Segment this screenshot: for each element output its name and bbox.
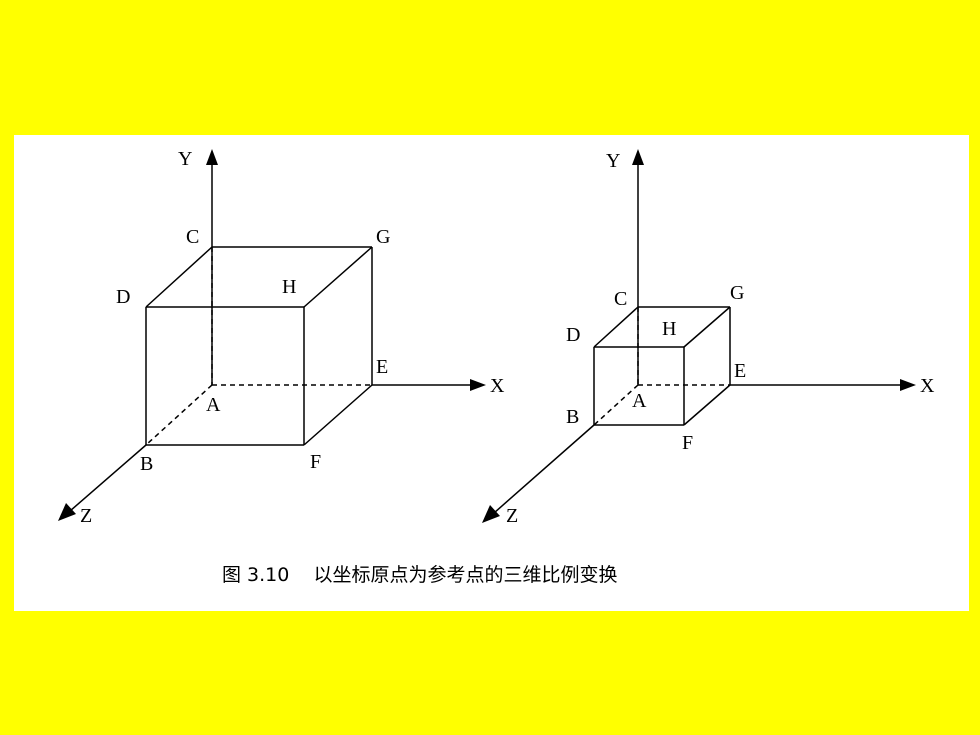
- figure-panel: Y X Z C G D H E A B F Y: [14, 135, 969, 611]
- left-z-axis: [69, 444, 147, 512]
- left-edge-hg: [303, 246, 373, 308]
- right-cube-diagram: Y X Z C G D H E A B F: [482, 149, 935, 527]
- right-edge-fe: [683, 384, 731, 426]
- right-z-arrow: [482, 505, 500, 523]
- left-edge-dc: [145, 246, 213, 308]
- right-vertex-h: H: [662, 318, 676, 340]
- right-x-label: X: [920, 375, 935, 397]
- right-vertex-a: A: [632, 390, 647, 412]
- left-vertex-g: G: [376, 226, 390, 248]
- left-y-arrow: [206, 149, 218, 165]
- left-edge-ab: [145, 384, 213, 446]
- right-edge-ab: [593, 384, 639, 426]
- scaling-transform-diagram: Y X Z C G D H E A B F Y: [58, 148, 935, 586]
- left-vertex-a: A: [206, 394, 221, 416]
- left-vertex-e: E: [376, 356, 388, 378]
- left-vertex-h: H: [282, 276, 296, 298]
- left-edge-fe: [303, 384, 373, 446]
- left-z-label: Z: [80, 505, 92, 527]
- right-vertex-c: C: [614, 288, 627, 310]
- left-z-arrow: [58, 503, 76, 521]
- figure-caption: 图 3.10 以坐标原点为参考点的三维比例变换: [222, 564, 618, 586]
- left-x-arrow: [470, 379, 486, 391]
- right-y-label: Y: [606, 150, 620, 172]
- right-x-arrow: [900, 379, 916, 391]
- left-cube-diagram: Y X Z C G D H E A B F: [58, 148, 505, 527]
- right-vertex-e: E: [734, 360, 746, 382]
- right-y-arrow: [632, 149, 644, 165]
- right-z-axis: [493, 424, 595, 514]
- right-vertex-d: D: [566, 324, 580, 346]
- right-z-label: Z: [506, 505, 518, 527]
- left-vertex-f: F: [310, 451, 321, 473]
- left-vertex-d: D: [116, 286, 130, 308]
- left-y-label: Y: [178, 148, 192, 170]
- right-edge-dc: [593, 306, 639, 348]
- right-edge-hg: [683, 306, 731, 348]
- right-vertex-g: G: [730, 282, 744, 304]
- left-vertex-c: C: [186, 226, 199, 248]
- right-vertex-f: F: [682, 432, 693, 454]
- left-x-label: X: [490, 375, 505, 397]
- left-vertex-b: B: [140, 453, 153, 475]
- right-vertex-b: B: [566, 406, 579, 428]
